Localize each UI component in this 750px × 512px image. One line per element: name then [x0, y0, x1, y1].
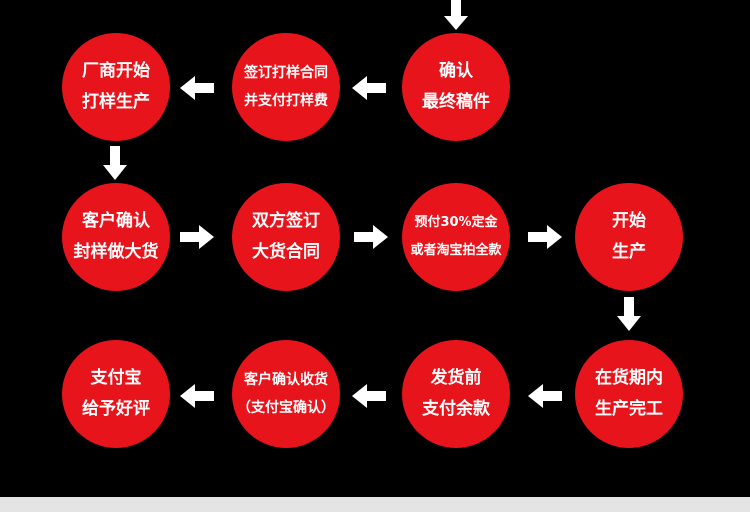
arrow-left-icon: [528, 384, 562, 408]
step-sign-sample-contract: 签订打样合同 并支付打样费: [232, 33, 340, 141]
step-line-1: 厂商开始: [82, 61, 150, 81]
step-line-2: 大货合同: [252, 242, 320, 262]
step-customer-approve-sample: 客户确认 封样做大货: [62, 183, 170, 291]
step-line-2: 最终稿件: [422, 92, 490, 112]
step-line-2: 生产: [612, 242, 646, 262]
step-line-2: 生产完工: [595, 399, 663, 419]
arrow-left-icon: [352, 384, 386, 408]
step-give-review: 支付宝 给予好评: [62, 340, 170, 448]
step-line-1: 支付宝: [90, 368, 142, 388]
step-line-1: 发货前: [430, 368, 482, 388]
step-line-1: 在货期内: [595, 368, 663, 388]
arrow-left-icon: [180, 76, 214, 100]
step-line-1: 客户确认: [82, 211, 150, 231]
arrow-down-icon: [103, 146, 127, 180]
arrow-left-icon: [352, 76, 386, 100]
step-line-1: 客户确认收货: [244, 372, 328, 388]
step-line-1: 预付30%定金: [414, 215, 498, 230]
step-line-2: 并支付打样费: [244, 93, 328, 109]
step-line-2: 支付余款: [422, 399, 490, 419]
step-line-2: 打样生产: [82, 92, 150, 112]
step-line-2: 封样做大货: [73, 242, 159, 262]
arrow-down-icon: [617, 297, 641, 331]
arrow-down-icon: [444, 0, 468, 30]
step-start-production: 开始 生产: [575, 183, 683, 291]
step-manufacturer-sampling: 厂商开始 打样生产: [62, 33, 170, 141]
arrow-right-icon: [180, 225, 214, 249]
step-confirm-receipt: 客户确认收货 （支付宝确认）: [232, 340, 340, 448]
step-confirm-final-draft: 确认 最终稿件: [402, 33, 510, 141]
step-line-2: 给予好评: [82, 399, 150, 419]
arrow-right-icon: [528, 225, 562, 249]
step-line-1: 双方签订: [252, 211, 320, 231]
step-line-1: 签订打样合同: [244, 65, 328, 81]
step-line-1: 确认: [439, 61, 473, 81]
step-deposit-payment: 预付30%定金 或者淘宝拍全款: [402, 183, 510, 291]
arrow-left-icon: [180, 384, 214, 408]
step-sign-bulk-contract: 双方签订 大货合同: [232, 183, 340, 291]
step-line-2: 或者淘宝拍全款: [410, 243, 502, 258]
step-pay-balance: 发货前 支付余款: [402, 340, 510, 448]
step-complete-production: 在货期内 生产完工: [575, 340, 683, 448]
arrow-right-icon: [354, 225, 388, 249]
step-line-2: （支付宝确认）: [237, 400, 335, 416]
step-line-1: 开始: [612, 211, 646, 231]
bottom-divider-strip: [0, 497, 750, 512]
